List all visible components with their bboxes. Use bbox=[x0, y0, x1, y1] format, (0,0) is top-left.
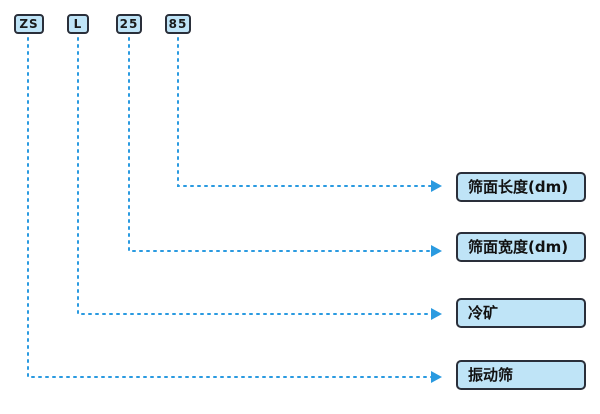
connector-line-vibrating-screen bbox=[27, 37, 433, 378]
code-box-l: L bbox=[67, 14, 89, 34]
label-box-vibrating-screen: 振动筛 bbox=[456, 360, 586, 390]
arrowhead-icon bbox=[431, 308, 442, 320]
label-box-screen-width: 筛面宽度(dm) bbox=[456, 232, 586, 262]
connector-line-length bbox=[177, 37, 433, 187]
code-box-85: 85 bbox=[165, 14, 191, 34]
connector-line-cold-ore bbox=[77, 37, 433, 315]
arrowhead-icon bbox=[431, 180, 442, 192]
arrowhead-icon bbox=[431, 245, 442, 257]
code-box-25: 25 bbox=[116, 14, 142, 34]
label-box-cold-ore: 冷矿 bbox=[456, 298, 586, 328]
arrowhead-icon bbox=[431, 371, 442, 383]
connector-line-width bbox=[128, 37, 433, 252]
code-box-zs: ZS bbox=[14, 14, 44, 34]
label-box-screen-length: 筛面长度(dm) bbox=[456, 172, 586, 202]
